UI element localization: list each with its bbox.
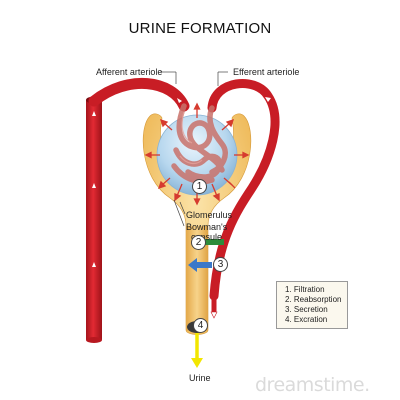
bowmans-capsule-label-line1: Bowman's (186, 222, 228, 232)
leader-lines (160, 71, 228, 227)
watermark: dreamstime. (255, 374, 370, 396)
urine-label: Urine (189, 373, 211, 383)
legend-item-excretion: 4. Excration (285, 315, 328, 324)
legend-item-reabsorption: 2. Reabsorption (285, 295, 342, 304)
step-2-marker: 2 (191, 235, 206, 250)
blood-vessel-left (86, 96, 102, 343)
bowmans-capsule-label-line2: capsule (191, 232, 223, 242)
efferent-line-1 (238, 95, 251, 101)
excretion-arrow (191, 333, 203, 368)
filtration-arrows (144, 102, 250, 206)
efferent-arteriole-label: Efferent arteriole (233, 67, 300, 77)
legend-item-filtration: 1. Filtration (285, 285, 325, 294)
legend-item-secretion: 3. Secretion (285, 305, 328, 314)
afferent-arteriole (88, 77, 190, 112)
diagram-title: URINE FORMATION (128, 20, 272, 37)
afferent-arteriole-label: Afferent arteriole (96, 67, 163, 77)
efferent-tail-arrow (210, 311, 218, 319)
renal-tubule (186, 226, 208, 331)
efferent-arteriole (207, 79, 280, 301)
reabsorption-marker (205, 239, 224, 245)
glomerulus-label: Glomerulus (186, 210, 233, 220)
step-3-marker: 3 (213, 257, 228, 272)
secretion-arrow (188, 258, 212, 272)
legend-box: 1. Filtration 2. Reabsorption 3. Secreti… (276, 281, 348, 329)
step-4-marker: 4 (193, 318, 208, 333)
step-1-marker: 1 (192, 179, 207, 194)
